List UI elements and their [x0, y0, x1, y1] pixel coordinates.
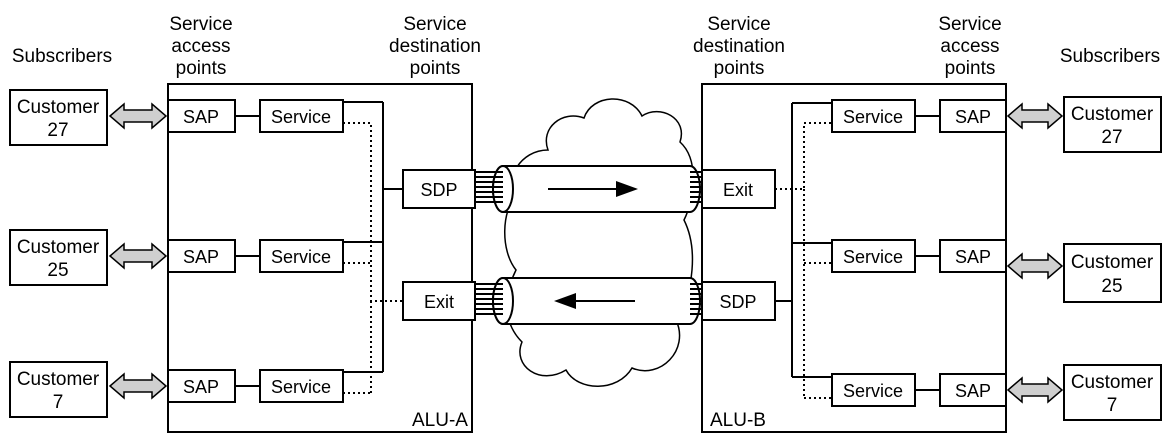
- sap-left-2: SAP: [167, 239, 236, 273]
- svg-text:25: 25: [1101, 276, 1122, 297]
- customer-right-27: Customer 27: [1063, 96, 1162, 153]
- svg-text:Customer: Customer: [17, 237, 100, 258]
- service-left-2: Service: [259, 239, 344, 273]
- customer-left-25: Customer 25: [9, 229, 108, 286]
- svg-text:SAP: SAP: [183, 107, 219, 127]
- sap-left-1: SAP: [167, 99, 236, 133]
- bidirectional-arrow-left-1: [108, 102, 168, 130]
- svg-text:Customer: Customer: [1071, 104, 1154, 125]
- svg-text:Service: Service: [403, 14, 466, 35]
- service-right-3: Service: [831, 373, 916, 407]
- svg-text:7: 7: [53, 392, 64, 413]
- router-alu-b-label: ALU-B: [710, 410, 766, 431]
- sdp-left: SDP: [402, 169, 476, 209]
- svg-text:points: points: [714, 58, 765, 79]
- sap-right-header: Service access points: [938, 14, 1001, 79]
- svg-text:27: 27: [47, 120, 68, 141]
- subscribers-right-header: Subscribers: [1060, 46, 1160, 67]
- customer-left-27: Customer 27: [9, 89, 108, 146]
- svg-text:Service: Service: [707, 14, 770, 35]
- svg-text:25: 25: [47, 260, 68, 281]
- sdp-right-header: Service destination points: [693, 14, 785, 79]
- svg-text:Service: Service: [938, 14, 1001, 35]
- svg-text:access: access: [171, 36, 230, 57]
- svg-text:Customer: Customer: [17, 97, 100, 118]
- service-left-1: Service: [259, 99, 344, 133]
- svg-text:Service: Service: [271, 377, 331, 397]
- sdp-right: SDP: [701, 281, 776, 321]
- subscribers-left-header: Subscribers: [12, 46, 112, 67]
- svg-text:points: points: [945, 58, 996, 79]
- svg-text:Exit: Exit: [723, 180, 753, 200]
- bidirectional-arrow-right-3: [1006, 376, 1064, 404]
- svg-text:points: points: [176, 58, 227, 79]
- svg-text:Service: Service: [271, 107, 331, 127]
- bidirectional-arrow-right-2: [1006, 252, 1064, 280]
- svg-text:destination: destination: [389, 36, 481, 57]
- sap-right-3: SAP: [939, 373, 1007, 407]
- tunnel-top: [475, 165, 702, 213]
- svg-text:Customer: Customer: [1071, 372, 1154, 393]
- customer-right-25: Customer 25: [1063, 243, 1162, 303]
- svg-text:access: access: [940, 36, 999, 57]
- svg-text:7: 7: [1107, 395, 1118, 416]
- svg-text:Service: Service: [843, 247, 903, 267]
- network-cloud: [504, 98, 694, 387]
- svg-text:points: points: [410, 58, 461, 79]
- svg-text:SAP: SAP: [183, 377, 219, 397]
- sdp-left-header: Service destination points: [389, 14, 481, 79]
- service-right-1: Service: [831, 99, 916, 133]
- svg-text:Customer: Customer: [17, 369, 100, 390]
- svg-text:Service: Service: [843, 381, 903, 401]
- bidirectional-arrow-left-2: [108, 242, 168, 270]
- customer-right-7: Customer 7: [1063, 364, 1162, 421]
- svg-text:SDP: SDP: [719, 292, 756, 312]
- tunnel-bottom: [475, 277, 702, 325]
- svg-text:SAP: SAP: [955, 247, 991, 267]
- customer-left-7: Customer 7: [9, 361, 108, 418]
- svg-text:27: 27: [1101, 127, 1122, 148]
- svg-text:Service: Service: [843, 107, 903, 127]
- service-left-3: Service: [259, 369, 344, 403]
- bidirectional-arrow-left-3: [108, 372, 168, 400]
- svg-text:destination: destination: [693, 36, 785, 57]
- svg-text:SAP: SAP: [955, 107, 991, 127]
- svg-text:SDP: SDP: [420, 180, 457, 200]
- exit-left: Exit: [402, 281, 476, 321]
- sap-right-2: SAP: [939, 239, 1007, 273]
- router-alu-a-label: ALU-A: [412, 410, 468, 431]
- sap-left-header: Service access points: [169, 14, 232, 79]
- sap-left-3: SAP: [167, 369, 236, 403]
- svg-text:Service: Service: [271, 247, 331, 267]
- bidirectional-arrow-right-1: [1006, 102, 1064, 130]
- sap-right-1: SAP: [939, 99, 1007, 133]
- svg-text:SAP: SAP: [955, 381, 991, 401]
- svg-text:Customer: Customer: [1071, 252, 1154, 273]
- service-right-2: Service: [831, 239, 916, 273]
- svg-text:SAP: SAP: [183, 247, 219, 267]
- exit-right: Exit: [701, 169, 776, 209]
- svg-text:Exit: Exit: [424, 292, 454, 312]
- svg-text:Service: Service: [169, 14, 232, 35]
